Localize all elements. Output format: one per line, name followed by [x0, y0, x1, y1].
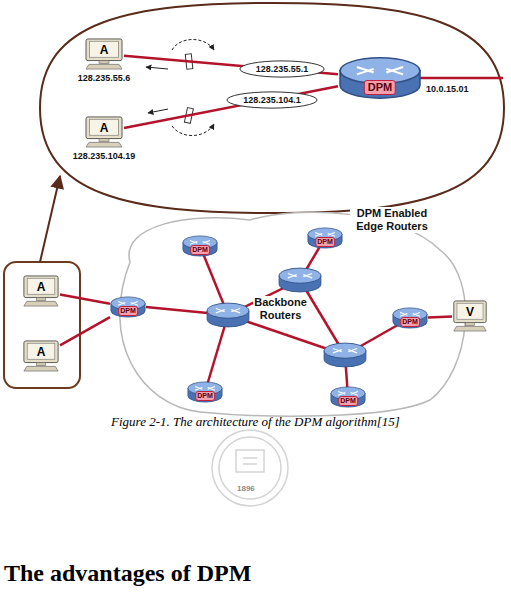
- ip-address: 128.235.104.19: [73, 151, 136, 161]
- address-oval: 128.235.104.1: [226, 91, 318, 109]
- router-shape: [393, 308, 427, 328]
- network-link: [60, 294, 110, 303]
- figure-caption: Figure 2-1. The architecture of the DPM …: [0, 414, 511, 430]
- router-node: DPM: [110, 296, 146, 318]
- watermark-text: 1896: [237, 484, 255, 494]
- ip-address: 128.235.55.6: [78, 73, 131, 83]
- router-node: DPM: [338, 56, 422, 100]
- host-letter: A: [22, 278, 60, 295]
- network-link: [60, 317, 110, 345]
- router-shape: [340, 58, 420, 98]
- dpm-badge: DPM: [400, 317, 420, 327]
- address-oval: 128.235.55.1: [239, 60, 325, 78]
- dpm-badge: DPM: [195, 391, 215, 401]
- dpm-badge: DPM: [118, 306, 138, 316]
- network-link: [428, 315, 452, 318]
- host-letter: A: [84, 119, 124, 136]
- dpm-badge: DPM: [315, 237, 335, 247]
- host-letter: A: [84, 41, 124, 58]
- group-label: Backbone Routers: [253, 296, 308, 322]
- computer-node: A: [22, 275, 60, 307]
- dpm-badge: DPM: [338, 396, 358, 406]
- oval-shape: [240, 61, 324, 77]
- router-node: DPM: [187, 381, 223, 403]
- computer-node: V: [452, 300, 488, 332]
- ip-address: 128.235.55.1: [239, 60, 325, 78]
- dpm-badge: DPM: [364, 80, 396, 95]
- oval-shape: [227, 92, 317, 108]
- ip-address: 128.235.104.1: [226, 91, 318, 109]
- computer-node: A: [22, 340, 60, 372]
- router-shape: [111, 297, 145, 317]
- router-shape: [183, 236, 217, 256]
- router-node: DPM: [330, 386, 366, 408]
- computer-node: A128.235.104.19: [84, 116, 124, 148]
- network-link: [124, 86, 338, 128]
- router-shape: [188, 382, 222, 402]
- router-shape: [308, 228, 342, 248]
- router-node: DPM: [392, 307, 428, 329]
- router-node: DPM: [182, 235, 218, 257]
- host-letter: A: [22, 343, 60, 360]
- dpm-badge: DPM: [190, 245, 210, 255]
- group-label: DPM Enabled Edge Routers: [350, 207, 434, 233]
- computer-node: A128.235.55.6: [84, 38, 124, 70]
- router-node: DPM: [307, 227, 343, 249]
- router-shape: [331, 387, 365, 407]
- host-letter: V: [452, 303, 488, 320]
- ip-address: 10.0.15.01: [426, 84, 469, 95]
- section-heading: The advantages of DPM: [4, 560, 251, 587]
